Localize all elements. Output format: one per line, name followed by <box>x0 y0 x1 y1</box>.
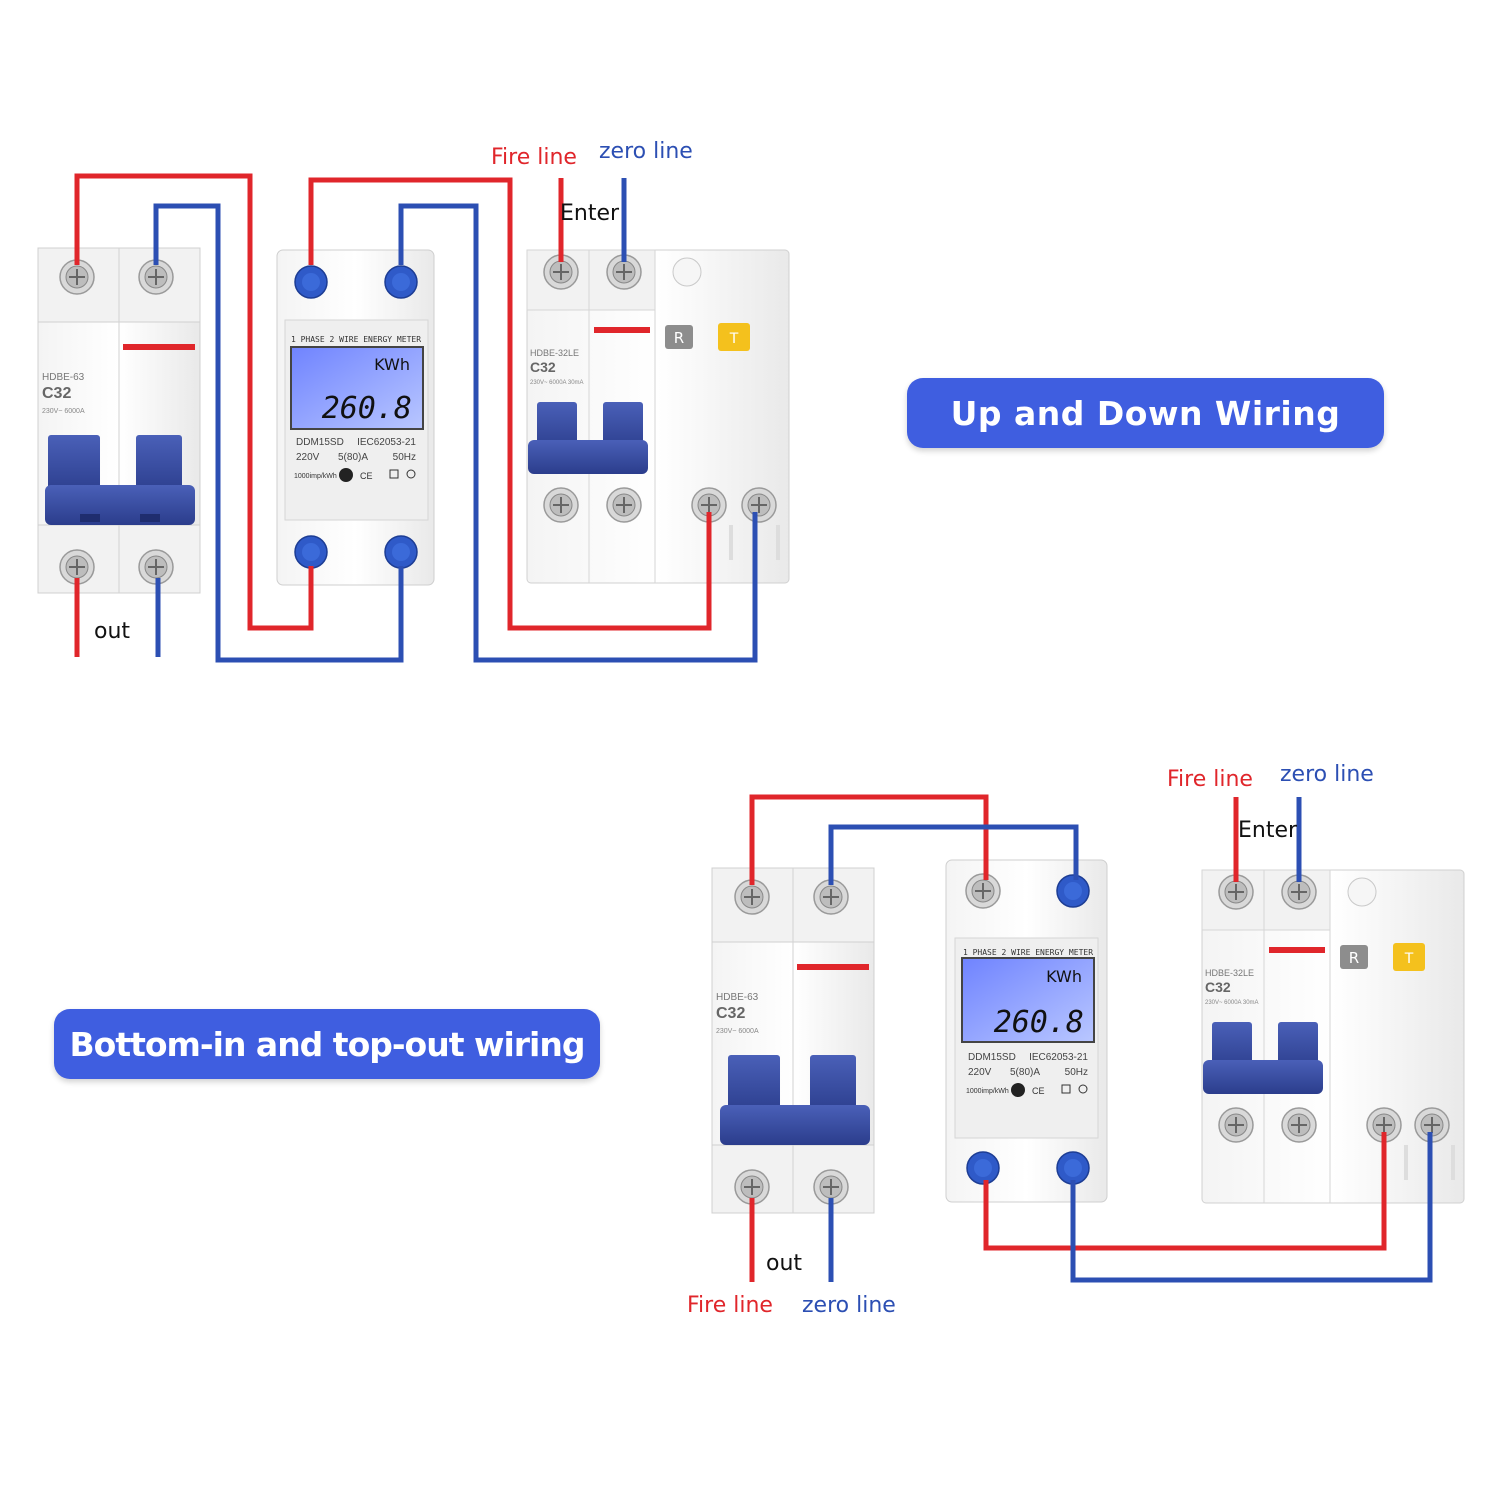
enter-label-bottom: Enter <box>1238 818 1298 843</box>
rcbo-handle-left-b[interactable] <box>1212 1022 1252 1072</box>
rcbo-rating: C32 <box>530 359 556 375</box>
rcbo-spec-b: 230V~ 6000A 30mA <box>1205 1000 1259 1006</box>
meter-current-b: 5(80)A <box>1010 1067 1040 1078</box>
meter-impulse-b: 1000imp/kWh <box>966 1088 1009 1095</box>
rcbo-test-label: T <box>729 331 739 347</box>
meter-frequency: 50Hz <box>393 452 416 463</box>
zero-line-label-bottom-top: zero line <box>1280 762 1374 787</box>
title-up-and-down-wiring: Up and Down Wiring <box>907 378 1384 448</box>
mcb-spec: 230V~ 6000A <box>42 408 85 415</box>
out-label-top: out <box>94 619 130 644</box>
rcbo-spec: 230V~ 6000A 30mA <box>530 380 584 386</box>
meter-frequency-b: 50Hz <box>1065 1067 1088 1078</box>
ce-mark-b: CE <box>1032 1086 1045 1096</box>
meter-header: 1 PHASE 2 WIRE ENERGY METER <box>291 335 421 344</box>
meter-unit-b: KWh <box>1046 967 1082 986</box>
mcb-rating-b: C32 <box>716 1005 745 1022</box>
fire-wires-top <box>74 173 712 657</box>
energy-meter-bottom: 1 PHASE 2 WIRE ENERGY METER KWh 260.8 DD… <box>945 859 1108 1203</box>
mcb-model: HDBE-63 <box>42 372 85 383</box>
meter-model: DDM15SD <box>296 437 344 448</box>
meter-header-b: 1 PHASE 2 WIRE ENERGY METER <box>963 948 1093 957</box>
meter-voltage: 220V <box>296 452 320 463</box>
fire-line-label-bottom-top: Fire line <box>1167 767 1253 792</box>
rcbo-bottom: R T HDBE-32LE C32 230V~ 6000A 30mA <box>1201 869 1465 1204</box>
pulse-led-icon-b <box>1011 1083 1025 1097</box>
fire-wires-bottom <box>749 794 1387 1282</box>
meter-standard: IEC62053-21 <box>357 437 416 448</box>
rcbo-handle-right-b[interactable] <box>1278 1022 1318 1072</box>
rcbo-top: R T HDBE-32LE C32 230V~ 6000A 30mA <box>526 249 790 584</box>
meter-voltage-b: 220V <box>968 1067 992 1078</box>
zero-wires-top <box>153 178 758 663</box>
meter-unit: KWh <box>374 355 410 374</box>
mcb-indicator <box>123 344 195 350</box>
meter-current: 5(80)A <box>338 452 368 463</box>
title-bottom-in-top-out-wiring: Bottom-in and top-out wiring <box>54 1009 600 1079</box>
mcb-handle-right[interactable] <box>136 435 182 495</box>
zero-line-label-top: zero line <box>599 139 693 164</box>
rcbo-model: HDBE-32LE <box>530 348 579 358</box>
energy-meter-top: 1 PHASE 2 WIRE ENERGY METER KWh 260.8 DD… <box>276 249 435 586</box>
fire-line-label-top: Fire line <box>491 145 577 170</box>
fire-line-label-bottom: Fire line <box>687 1293 773 1318</box>
enter-label-top: Enter <box>560 201 620 226</box>
mcb-spec-b: 230V~ 6000A <box>716 1028 759 1035</box>
rcbo-reset-button[interactable] <box>665 325 693 349</box>
rcbo-reset-label-b: R <box>1349 949 1359 967</box>
meter-reading: 260.8 <box>322 391 412 426</box>
rcbo-reset-label: R <box>674 329 684 347</box>
mcb-handle-left-b[interactable] <box>728 1055 780 1115</box>
zero-line-label-bottom: zero line <box>802 1293 896 1318</box>
rcbo-handle-left[interactable] <box>537 402 577 452</box>
mcb-rating: C32 <box>42 385 71 402</box>
mcb-top: HDBE-63 C32 230V~ 6000A <box>37 247 201 594</box>
zero-wires-bottom <box>828 797 1433 1283</box>
ce-mark: CE <box>360 471 373 481</box>
rcbo-handle-right[interactable] <box>603 402 643 452</box>
rcbo-model-b: HDBE-32LE <box>1205 968 1254 978</box>
mcb-handle-right-b[interactable] <box>810 1055 856 1115</box>
rcbo-test-button[interactable] <box>718 323 750 351</box>
mcb-handle-left[interactable] <box>48 435 100 495</box>
rcbo-reset-button-b[interactable] <box>1340 945 1368 969</box>
meter-standard-b: IEC62053-21 <box>1029 1052 1088 1063</box>
mcb-model-b: HDBE-63 <box>716 992 759 1003</box>
meter-impulse: 1000imp/kWh <box>294 473 337 480</box>
rcbo-test-button-b[interactable] <box>1393 943 1425 971</box>
mcb-bottom: HDBE-63 C32 230V~ 6000A <box>711 867 875 1214</box>
pulse-led-icon <box>339 468 353 482</box>
meter-model-b: DDM15SD <box>968 1052 1016 1063</box>
out-label-bottom: out <box>766 1251 802 1276</box>
rcbo-rating-b: C32 <box>1205 979 1231 995</box>
rcbo-test-label-b: T <box>1404 951 1414 967</box>
meter-reading-b: 260.8 <box>994 1005 1084 1040</box>
